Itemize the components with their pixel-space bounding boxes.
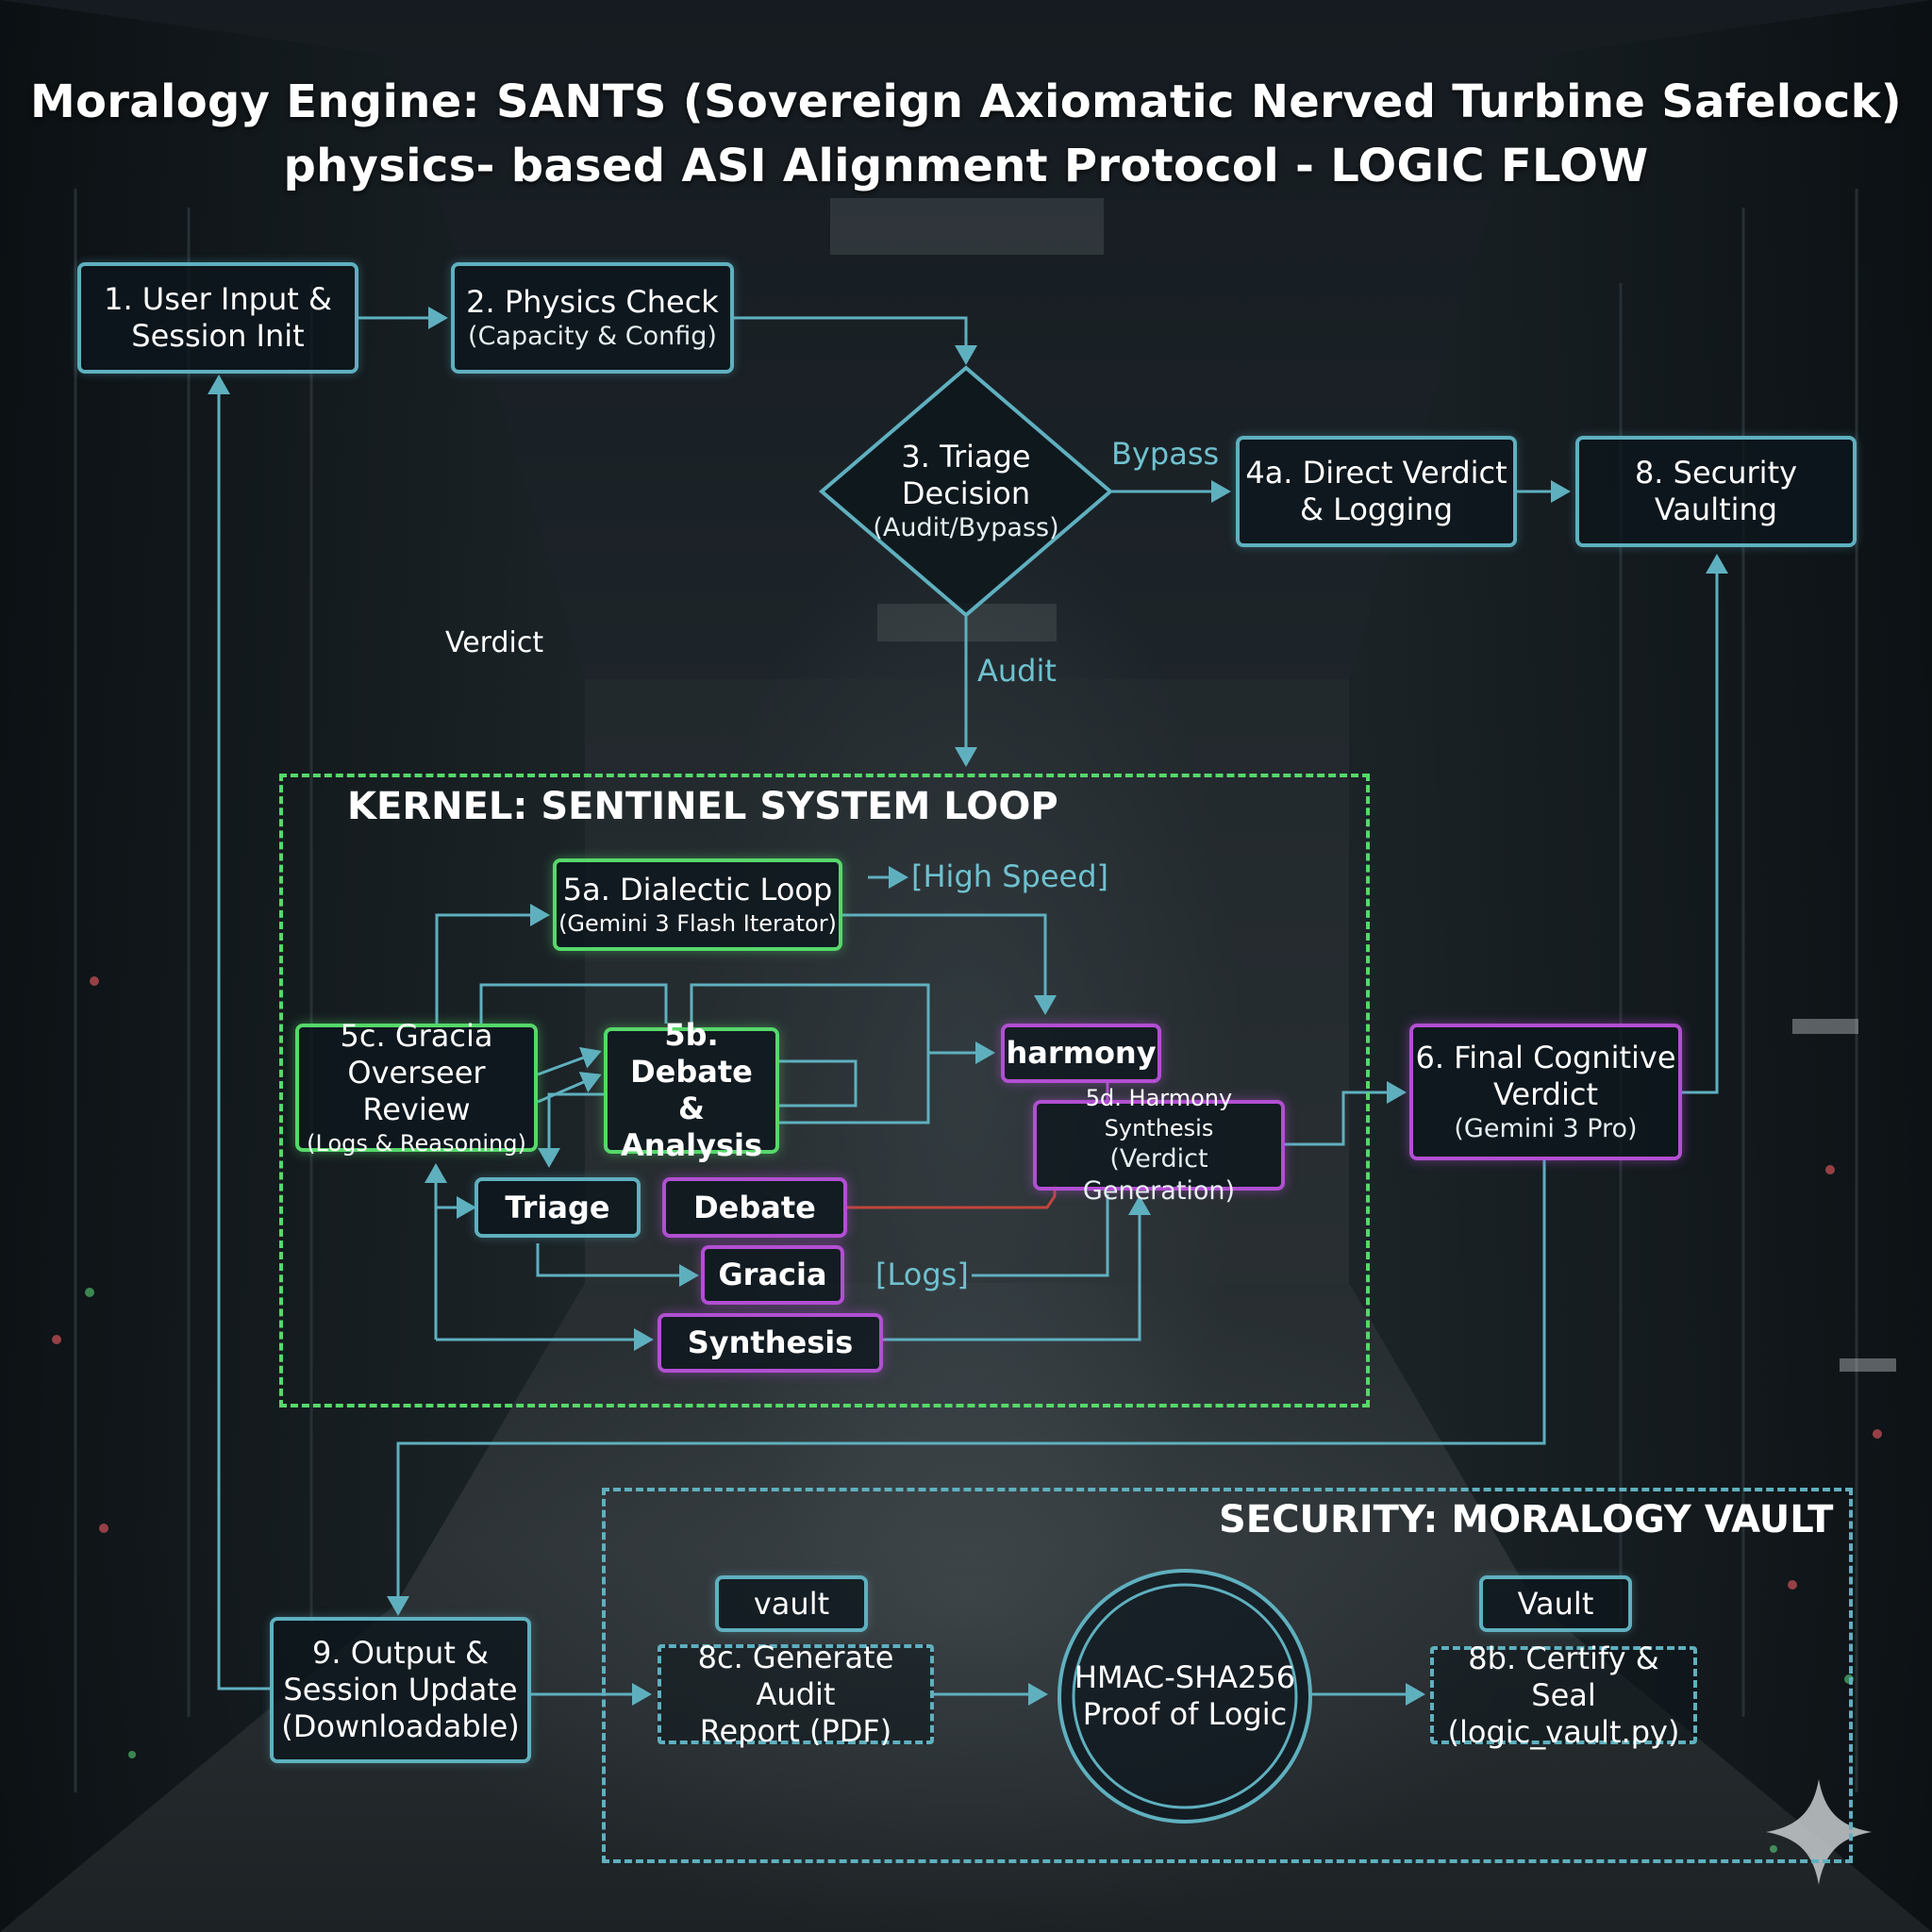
debate-analysis-line-3: Analysis bbox=[620, 1127, 763, 1163]
direct-verdict-node[interactable]: 4a. Direct Verdict & Logging bbox=[1236, 436, 1517, 547]
physics-check-node[interactable]: 2. Physics Check (Capacity & Config) bbox=[451, 262, 734, 374]
certify-seal-line-1: 8b. Certify & Seal bbox=[1468, 1640, 1659, 1713]
audit-report-line-2: Report (PDF) bbox=[699, 1712, 892, 1749]
edge-logs bbox=[972, 1194, 1109, 1277]
security-vaulting-line-2: Vaulting bbox=[1654, 491, 1778, 527]
hmac-node[interactable]: HMAC-SHA256 Proof of Logic bbox=[1072, 1651, 1298, 1741]
final-verdict-node[interactable]: 6. Final Cognitive Verdict (Gemini 3 Pro… bbox=[1409, 1024, 1682, 1160]
harmony-node[interactable]: harmony bbox=[1001, 1024, 1161, 1083]
edge-synthesis-up bbox=[883, 1195, 1151, 1341]
hmac-outer-ring bbox=[1058, 1569, 1312, 1824]
edge-final-to-security bbox=[1682, 554, 1728, 1094]
hmac-inner-ring bbox=[1072, 1583, 1298, 1809]
debate-analysis-line-2: & bbox=[678, 1091, 705, 1126]
output-update-line-1: 9. Output & bbox=[312, 1635, 489, 1671]
edge-gracia-to-dialectic bbox=[435, 904, 550, 1024]
security-region-title: SECURITY: MORALOGY VAULT bbox=[1219, 1498, 1834, 1541]
synthesis-small-label: Synthesis bbox=[687, 1324, 854, 1360]
triage-decision-node[interactable]: 3. Triage Decision (Audit/Bypass) bbox=[849, 425, 1083, 558]
edge-physics-to-triage bbox=[734, 316, 977, 365]
edge-loop-b bbox=[690, 983, 930, 1124]
hmac-line-1: HMAC-SHA256 bbox=[1074, 1659, 1296, 1695]
edge-synthesis-to-final bbox=[1285, 1081, 1407, 1146]
debate-small-node[interactable]: Debate bbox=[662, 1177, 847, 1238]
direct-verdict-line-2: & Logging bbox=[1299, 491, 1454, 527]
debate-analysis-line-1: 5b. Debate bbox=[630, 1017, 753, 1090]
triage-small-label: Triage bbox=[505, 1189, 610, 1225]
gracia-overseer-line-2: Overseer Review bbox=[347, 1054, 486, 1127]
direct-verdict-line-1: 4a. Direct Verdict bbox=[1245, 455, 1507, 491]
triage-decision-line-3: (Audit/Bypass) bbox=[873, 513, 1059, 542]
high-speed-label: [High Speed] bbox=[911, 858, 1108, 894]
gracia-small-node[interactable]: Gracia bbox=[701, 1245, 844, 1305]
bypass-label: Bypass bbox=[1111, 436, 1220, 472]
security-vaulting-node[interactable]: 8. Security Vaulting bbox=[1575, 436, 1857, 547]
synthesis-small-node[interactable]: Synthesis bbox=[658, 1313, 883, 1373]
harmony-synthesis-line-2: (Verdict Generation) bbox=[1082, 1144, 1236, 1206]
security-vaulting-line-1: 8. Security bbox=[1634, 455, 1798, 491]
triage-decision-line-1: 3. Triage bbox=[901, 439, 1031, 475]
gracia-overseer-line-3: (Logs & Reasoning) bbox=[307, 1129, 526, 1157]
user-input-node[interactable]: 1. User Input & Session Init bbox=[77, 262, 358, 374]
logs-label: [Logs] bbox=[875, 1257, 969, 1292]
dialectic-loop-line-2: (Gemini 3 Flash Iterator) bbox=[558, 909, 837, 937]
audit-report-node[interactable]: 8c. Generate Audit Report (PDF) bbox=[658, 1640, 934, 1749]
diagram-title-line-1: Moralogy Engine: SANTS (Sovereign Axioma… bbox=[29, 75, 1903, 128]
output-update-line-3: (Downloadable) bbox=[281, 1708, 520, 1744]
dialectic-loop-line-1: 5a. Dialectic Loop bbox=[562, 871, 833, 908]
edge-loop-a bbox=[479, 983, 668, 1024]
edge-gracia-debate-1 bbox=[537, 1046, 602, 1076]
verdict-label: Verdict bbox=[445, 626, 544, 659]
debate-analysis-node[interactable]: 5b. Debate & Analysis bbox=[604, 1017, 779, 1163]
triage-decision-line-2: Decision bbox=[901, 475, 1031, 511]
certify-seal-line-2: (logic_vault.py) bbox=[1447, 1713, 1680, 1750]
vault-cap-node[interactable]: Vault bbox=[1479, 1575, 1632, 1632]
sparkle-mark bbox=[1766, 1779, 1872, 1885]
audit-label: Audit bbox=[977, 653, 1057, 689]
edge-triage-to-gracia bbox=[536, 1243, 699, 1287]
final-verdict-line-1: 6. Final Cognitive bbox=[1415, 1039, 1676, 1075]
triage-decision-diamond bbox=[818, 365, 1114, 618]
kernel-region bbox=[279, 774, 1370, 1407]
edge-output-to-input bbox=[208, 375, 274, 1690]
harmony-synthesis-node[interactable]: 5d. Harmony Synthesis (Verdict Generatio… bbox=[1033, 1085, 1285, 1206]
harmony-synthesis-line-1: 5d. Harmony Synthesis bbox=[1085, 1085, 1233, 1141]
gracia-overseer-node[interactable]: 5c. Gracia Overseer Review (Logs & Reaso… bbox=[295, 1018, 538, 1157]
output-update-line-2: Session Update bbox=[283, 1672, 518, 1707]
harmony-label: harmony bbox=[1006, 1035, 1157, 1071]
security-region bbox=[602, 1488, 1853, 1863]
certify-seal-node[interactable]: 8b. Certify & Seal (logic_vault.py) bbox=[1430, 1641, 1697, 1750]
physics-check-line-1: 2. Physics Check bbox=[466, 283, 719, 320]
user-input-line-1: 1. User Input & bbox=[104, 281, 332, 317]
output-update-node[interactable]: 9. Output & Session Update (Downloadable… bbox=[270, 1617, 531, 1763]
diagram-title-line-2: physics- based ASI Alignment Protocol - … bbox=[283, 140, 1649, 192]
vault-cap-label: Vault bbox=[1517, 1585, 1594, 1622]
hmac-line-2: Proof of Logic bbox=[1082, 1696, 1288, 1732]
vault-small-label: vault bbox=[753, 1585, 830, 1622]
kernel-region-title: KERNEL: SENTINEL SYSTEM LOOP bbox=[347, 785, 1058, 828]
physics-check-line-2: (Capacity & Config) bbox=[468, 321, 717, 351]
user-input-line-2: Session Init bbox=[131, 318, 305, 354]
final-verdict-line-3: (Gemini 3 Pro) bbox=[1454, 1113, 1638, 1143]
vault-small-node[interactable]: vault bbox=[715, 1575, 868, 1632]
edge-dialectic-to-harmony bbox=[842, 913, 1057, 1015]
edge-debate-to-synthesis-red bbox=[847, 1185, 1057, 1209]
audit-report-line-1: 8c. Generate Audit bbox=[697, 1639, 894, 1712]
triage-small-node[interactable]: Triage bbox=[475, 1177, 641, 1238]
final-verdict-line-2: Verdict bbox=[1492, 1075, 1599, 1112]
edge-loop-c bbox=[779, 1059, 858, 1108]
debate-small-label: Debate bbox=[693, 1189, 816, 1225]
gracia-small-label: Gracia bbox=[718, 1257, 827, 1292]
gracia-overseer-line-1: 5c. Gracia bbox=[340, 1017, 493, 1054]
edge-final-to-output bbox=[387, 1160, 1546, 1616]
dialectic-loop-node[interactable]: 5a. Dialectic Loop (Gemini 3 Flash Itera… bbox=[553, 858, 842, 951]
edge-debate-to-triage bbox=[538, 1092, 604, 1168]
